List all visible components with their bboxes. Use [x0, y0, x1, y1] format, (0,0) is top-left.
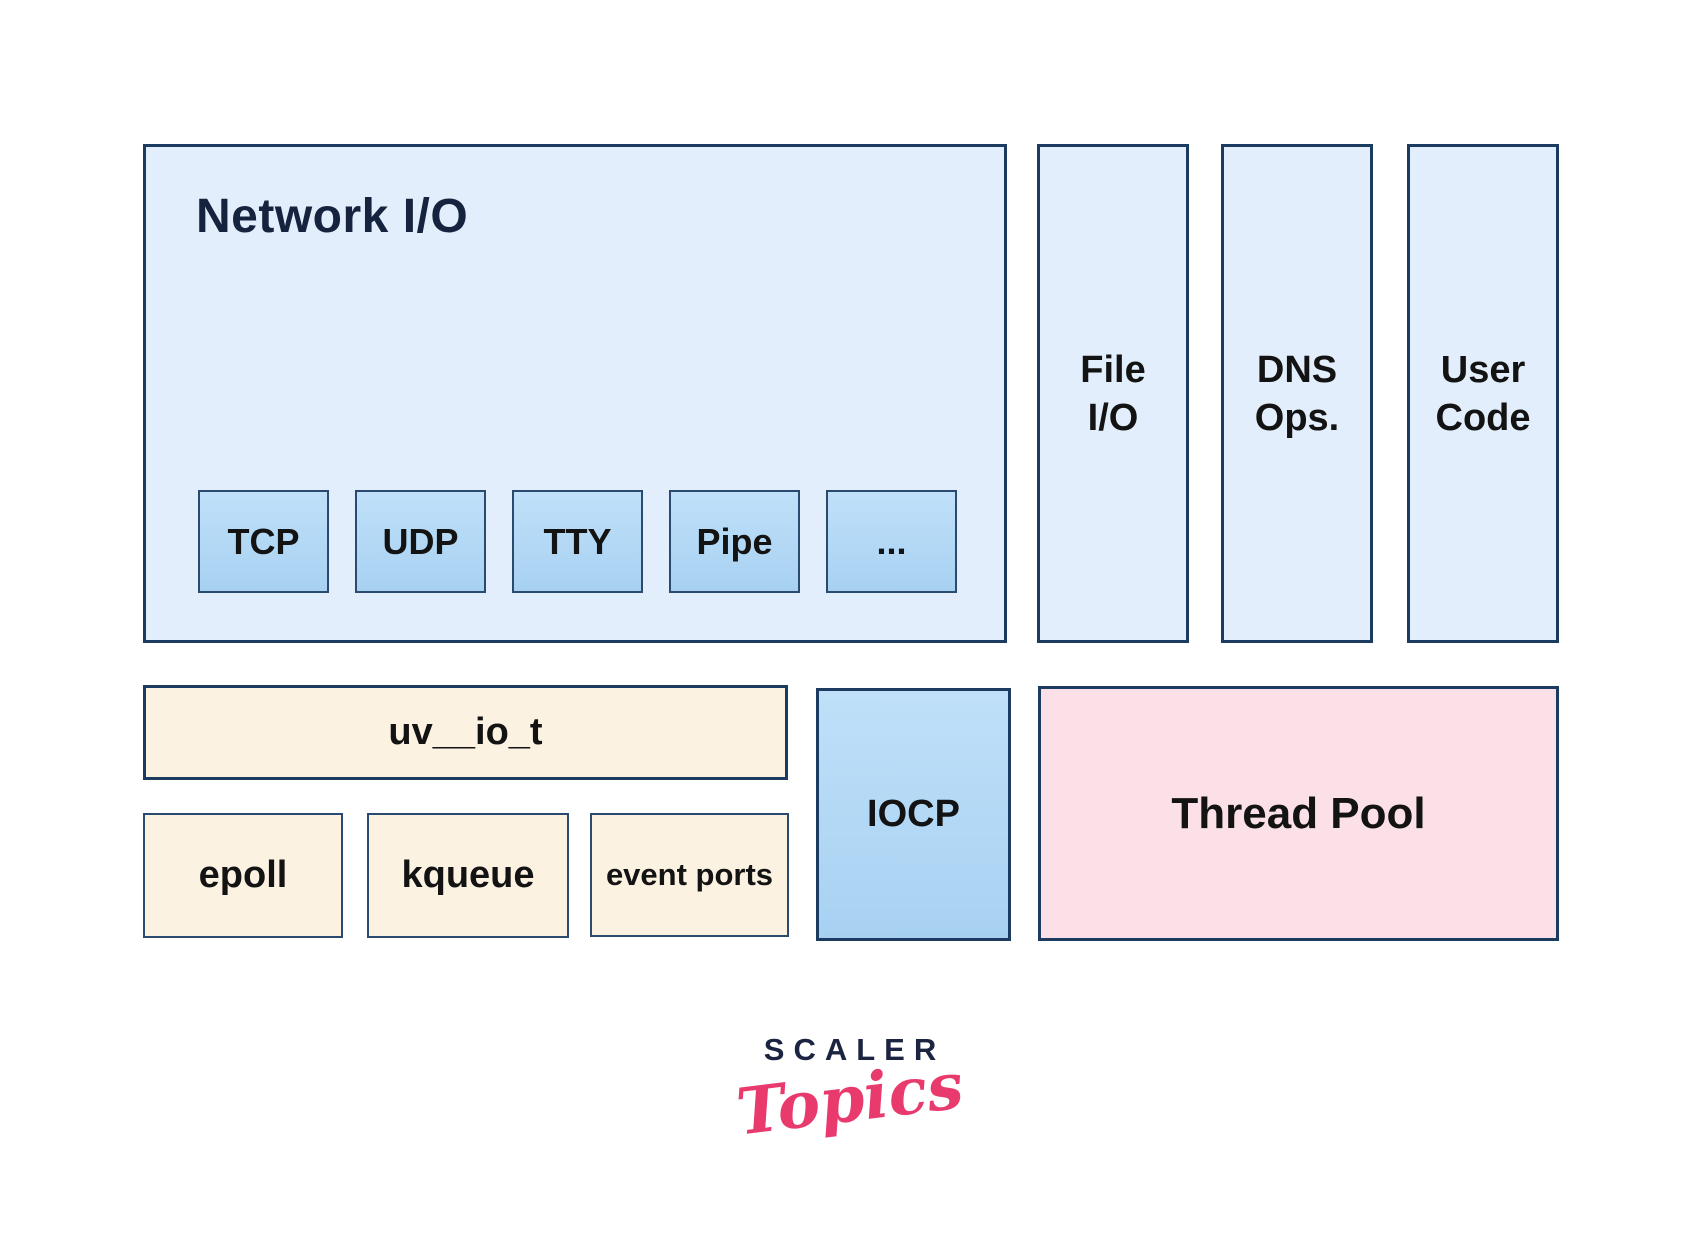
handle-box-tcp: TCP: [198, 490, 329, 593]
handle-label-pipe: Pipe: [696, 520, 773, 562]
handle-row: TCP UDP TTY Pipe ...: [198, 490, 957, 593]
file-io-box: File I/O: [1037, 144, 1189, 643]
user-code-box: User Code: [1407, 144, 1559, 643]
network-io-label: Network I/O: [196, 190, 469, 243]
file-io-label-line1: File: [1080, 348, 1146, 391]
handle-label-udp: UDP: [382, 520, 459, 562]
file-io-label-line2: I/O: [1087, 396, 1139, 439]
uv-io-t-label: uv__io_t: [388, 711, 543, 753]
kqueue-label: kqueue: [401, 854, 535, 896]
handle-label-ellipsis: ...: [876, 520, 907, 562]
user-code-label-line1: User: [1440, 348, 1526, 391]
thread-pool-box: Thread Pool: [1038, 686, 1559, 941]
network-io-box: Network I/O TCP UDP TTY Pipe ...: [143, 144, 1007, 643]
event-ports-label: event ports: [605, 857, 774, 892]
iocp-label: IOCP: [867, 793, 960, 835]
dns-ops-label-line1: DNS: [1256, 348, 1338, 391]
user-code-label-line2: Code: [1435, 396, 1531, 439]
uv-io-t-box: uv__io_t: [143, 685, 788, 780]
handle-box-pipe: Pipe: [669, 490, 800, 593]
kqueue-box: kqueue: [367, 813, 569, 938]
epoll-box: epoll: [143, 813, 343, 938]
handle-label-tcp: TCP: [227, 520, 300, 562]
handle-box-tty: TTY: [512, 490, 643, 593]
handle-box-ellipsis: ...: [826, 490, 957, 593]
epoll-label: epoll: [198, 854, 288, 896]
scaler-topics-logo: SCALER Topics: [730, 1032, 970, 1151]
iocp-box: IOCP: [816, 688, 1011, 941]
dns-ops-box: DNS Ops.: [1221, 144, 1373, 643]
scaler-wordmark: SCALER: [763, 1032, 946, 1067]
thread-pool-label: Thread Pool: [1171, 788, 1426, 838]
handle-box-udp: UDP: [355, 490, 486, 593]
dns-ops-label-line2: Ops.: [1254, 396, 1340, 439]
handle-label-tty: TTY: [543, 520, 612, 562]
event-ports-box: event ports: [590, 813, 789, 937]
